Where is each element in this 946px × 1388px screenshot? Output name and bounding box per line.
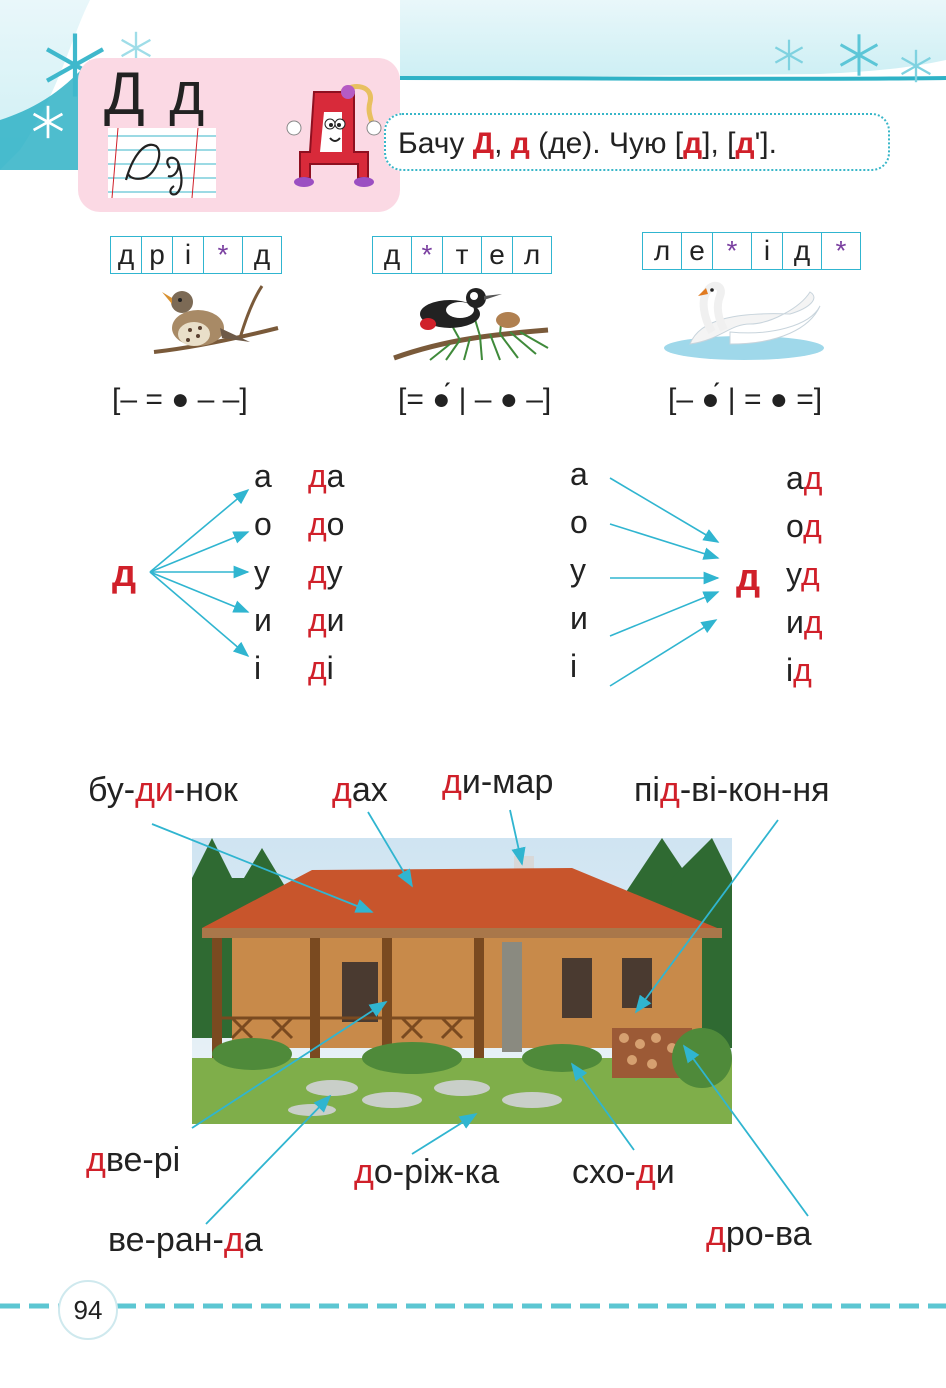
syllable: ду <box>308 554 343 590</box>
letter-box: е <box>482 237 513 273</box>
letter-box: д <box>783 233 822 269</box>
snowflake-icon <box>774 39 804 71</box>
letter-box: т <box>443 237 482 273</box>
label-dymar: ди-мар <box>442 763 554 801</box>
speech-letter: д <box>735 127 755 160</box>
consonant-d: д <box>112 553 137 595</box>
label-budynok: бу-ди-нок <box>88 771 238 809</box>
house-image <box>192 838 732 1124</box>
consonant-d: д <box>736 557 761 599</box>
speech-letter: д <box>683 127 703 160</box>
speech-letter: д <box>510 127 530 160</box>
vowel: а <box>254 458 272 494</box>
letter-d-mascot-image <box>286 84 382 187</box>
word-boxes-drozd: д р і * д <box>110 236 282 274</box>
label-veranda: ве-ран-да <box>108 1221 263 1259</box>
letter-box: * <box>412 237 443 273</box>
syllable: ід <box>786 652 812 688</box>
speech-text: ], [ <box>702 127 736 160</box>
cursive-letters-image <box>108 128 216 198</box>
snowflake-icon <box>901 49 931 83</box>
thrush-bird-image <box>153 285 279 354</box>
label-dveri: две-рі <box>86 1141 181 1179</box>
syllable: ид <box>786 604 823 640</box>
label-drova: дро-ва <box>706 1215 812 1253</box>
letter-box: * <box>713 233 752 269</box>
syllable: да <box>308 458 345 494</box>
vowel: и <box>254 602 272 638</box>
page-number: 94 <box>58 1280 118 1340</box>
letter-box: р <box>142 237 173 273</box>
label-dakh: дах <box>332 771 388 809</box>
letter-box: * <box>204 237 243 273</box>
big-letters: Д д <box>104 60 209 127</box>
speech-text: Бачу <box>398 127 473 160</box>
word-boxes-diatel: д * т е л <box>372 236 552 274</box>
speech-text: , <box>494 127 511 160</box>
speech-text: ']. <box>754 127 777 160</box>
word-boxes-lebid: л е * і д * <box>642 232 861 270</box>
swan-image <box>664 281 824 360</box>
footer-dashed-line <box>0 1303 946 1309</box>
syllable: до <box>308 506 345 542</box>
house-label-arrows <box>151 809 809 1225</box>
speech-text: (де). Чую [ <box>529 127 684 160</box>
letter-box: і <box>173 237 204 273</box>
syllable: ди <box>308 602 345 638</box>
sound-scheme: [– = ● – –] <box>112 383 248 416</box>
letter-box: * <box>835 235 847 266</box>
syllable: ад <box>786 460 823 496</box>
vowel: і <box>570 648 578 684</box>
vowel: о <box>570 504 588 540</box>
syllable: од <box>786 508 822 544</box>
letter-box: д <box>373 237 412 273</box>
woodpecker-image <box>393 288 549 361</box>
label-skhody: схо-ди <box>572 1153 675 1191</box>
syllable-arrows <box>149 477 720 687</box>
speech-letter: Д <box>472 127 495 160</box>
sound-scheme: [= ●́ | – ● –] <box>398 383 552 416</box>
vowel: у <box>254 554 270 590</box>
letter-box: л <box>643 233 682 269</box>
header-wave-decoration <box>0 0 946 170</box>
vowel: і <box>254 650 262 686</box>
vowel: а <box>570 456 588 492</box>
syllable: ді <box>308 650 334 686</box>
letter-box: і <box>752 233 783 269</box>
snowflake-icon <box>32 105 64 139</box>
vowel: и <box>570 600 588 636</box>
vowel: о <box>254 506 272 542</box>
letter-box: е <box>682 233 713 269</box>
letter-box: д <box>111 237 142 273</box>
letter-box: л <box>523 239 541 270</box>
letter-box: д <box>253 239 271 270</box>
snowflake-icon <box>839 34 879 76</box>
label-dorizhka: до-ріж-ка <box>354 1153 500 1191</box>
sound-scheme: [– ●́ | = ● =] <box>668 383 823 416</box>
syllable: уд <box>786 556 820 592</box>
vowel: у <box>570 552 586 588</box>
speech-bubble: Бачу Д, д (де). Чую [д], [д']. <box>384 113 890 171</box>
label-pidvikonnia: під-ві-кон-ня <box>634 771 830 809</box>
